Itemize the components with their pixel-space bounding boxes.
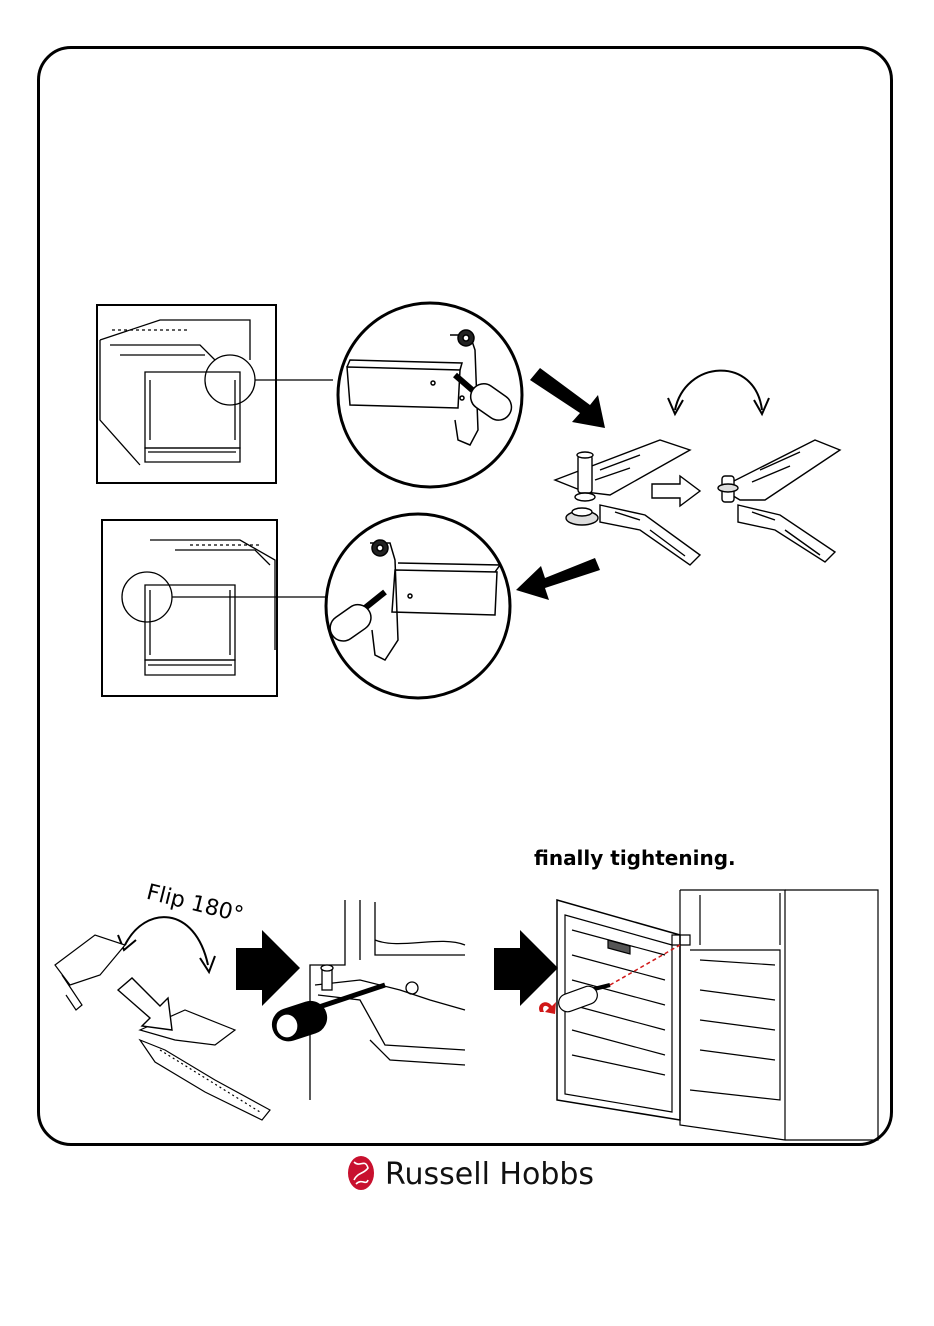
hinge-bracket-parts-left (555, 440, 700, 565)
hinge-zoom-top (338, 303, 522, 487)
fridge-door-illustration (556, 890, 878, 1140)
next-step-arrow-2 (494, 930, 558, 1006)
drawer-illustration-top (97, 305, 333, 483)
flip-rotation-arrow (118, 917, 215, 972)
insert-down-arrow (118, 978, 172, 1030)
step-instruction-text: finally tightening. (534, 846, 736, 870)
brand-name: Russell Hobbs (385, 1157, 594, 1192)
hinge-bracket-parts-right (718, 440, 840, 562)
rotate-clockwise-icon (539, 1002, 556, 1014)
conversion-arrow (652, 476, 700, 506)
swap-curve-arrow (668, 371, 769, 414)
hinge-zoom-bottom (325, 514, 510, 698)
brand-crest-space (347, 1156, 375, 1192)
next-step-arrow-1 (236, 930, 300, 1006)
hinge-screwdriver-illustration (268, 900, 465, 1100)
brand-logo: Russell Hobbs (347, 1154, 594, 1194)
drawer-illustration-bottom (102, 520, 328, 696)
